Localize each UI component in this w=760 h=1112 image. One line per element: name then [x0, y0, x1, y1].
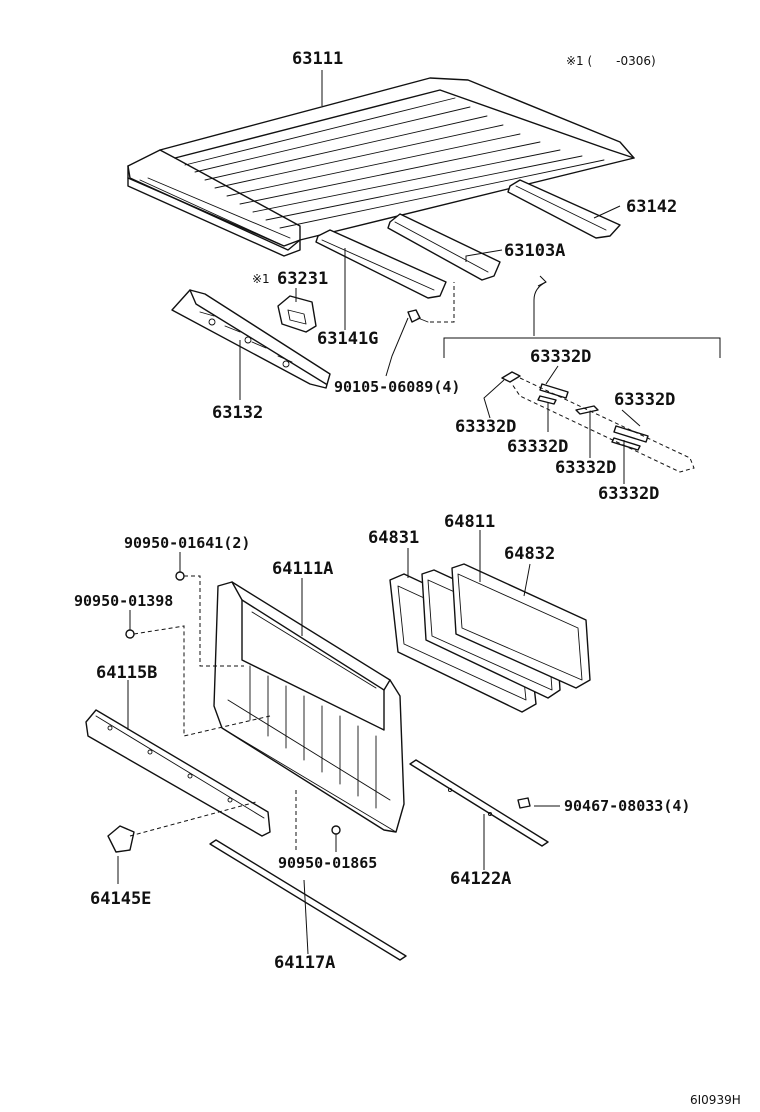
label-90950-01398: 90950-01398 [74, 592, 173, 610]
label-90950-01641: 90950-01641(2) [124, 534, 250, 552]
label-63231-mark: ※1 [252, 272, 270, 286]
bracket-64145E[interactable] [107, 825, 135, 853]
label-63332D-bottom-2: 63332D [598, 484, 659, 504]
roof-bow-63141G[interactable] [315, 229, 447, 299]
label-64122A: 64122A [450, 869, 511, 889]
clip-90950-01641[interactable] [175, 571, 185, 581]
label-64117A: 64117A [274, 953, 335, 973]
roof-panel-63111[interactable] [127, 77, 635, 257]
label-90467-08033: 90467-08033(4) [564, 797, 690, 815]
weatherstrip-63332D-group[interactable] [501, 371, 695, 473]
label-63332D-bottom-1: 63332D [555, 458, 616, 478]
label-63332D-right: 63332D [614, 390, 675, 410]
group-arrow-stem [533, 281, 547, 336]
label-64831: 64831 [368, 528, 419, 548]
roof-bow-63142[interactable] [507, 179, 621, 239]
screw-90467-08033[interactable] [517, 797, 531, 809]
clip-90950-01398[interactable] [125, 629, 135, 639]
window-glass-64832[interactable] [451, 563, 591, 689]
label-64111A: 64111A [272, 559, 333, 579]
label-64115B: 64115B [96, 663, 157, 683]
group-bracket-63332D [443, 337, 721, 358]
label-63332D-top: 63332D [530, 347, 591, 367]
footer-code: 6I0939H [690, 1093, 741, 1107]
label-63332D-left: 63332D [455, 417, 516, 437]
label-90950-01865: 90950-01865 [278, 854, 377, 872]
roof-bow-63103A[interactable] [387, 213, 501, 281]
strip-64122A[interactable] [409, 759, 549, 847]
group-arrowhead [537, 275, 547, 287]
sill-panel-64115B[interactable] [85, 709, 271, 837]
clip-90950-01865[interactable] [331, 825, 341, 835]
note-label: ※1 ( -0306) [566, 54, 656, 68]
label-63332D-middle: 63332D [507, 437, 568, 457]
back-panel-64111A[interactable] [213, 581, 405, 833]
leader-lines [117, 70, 641, 955]
label-90105-06089: 90105-06089(4) [334, 378, 460, 396]
label-64811: 64811 [444, 512, 495, 532]
label-63142: 63142 [626, 197, 677, 217]
label-64145E: 64145E [90, 889, 151, 909]
header-panel-63132[interactable] [171, 289, 331, 389]
label-63132: 63132 [212, 403, 263, 423]
label-63103A: 63103A [504, 241, 565, 261]
bracket-63231[interactable] [277, 295, 317, 333]
strip-64117A[interactable] [209, 839, 407, 961]
label-64832: 64832 [504, 544, 555, 564]
label-63141G: 63141G [317, 329, 378, 349]
label-63231: 63231 [277, 269, 328, 289]
label-63111: 63111 [292, 49, 343, 69]
bolt-90105-06089[interactable] [407, 309, 429, 323]
